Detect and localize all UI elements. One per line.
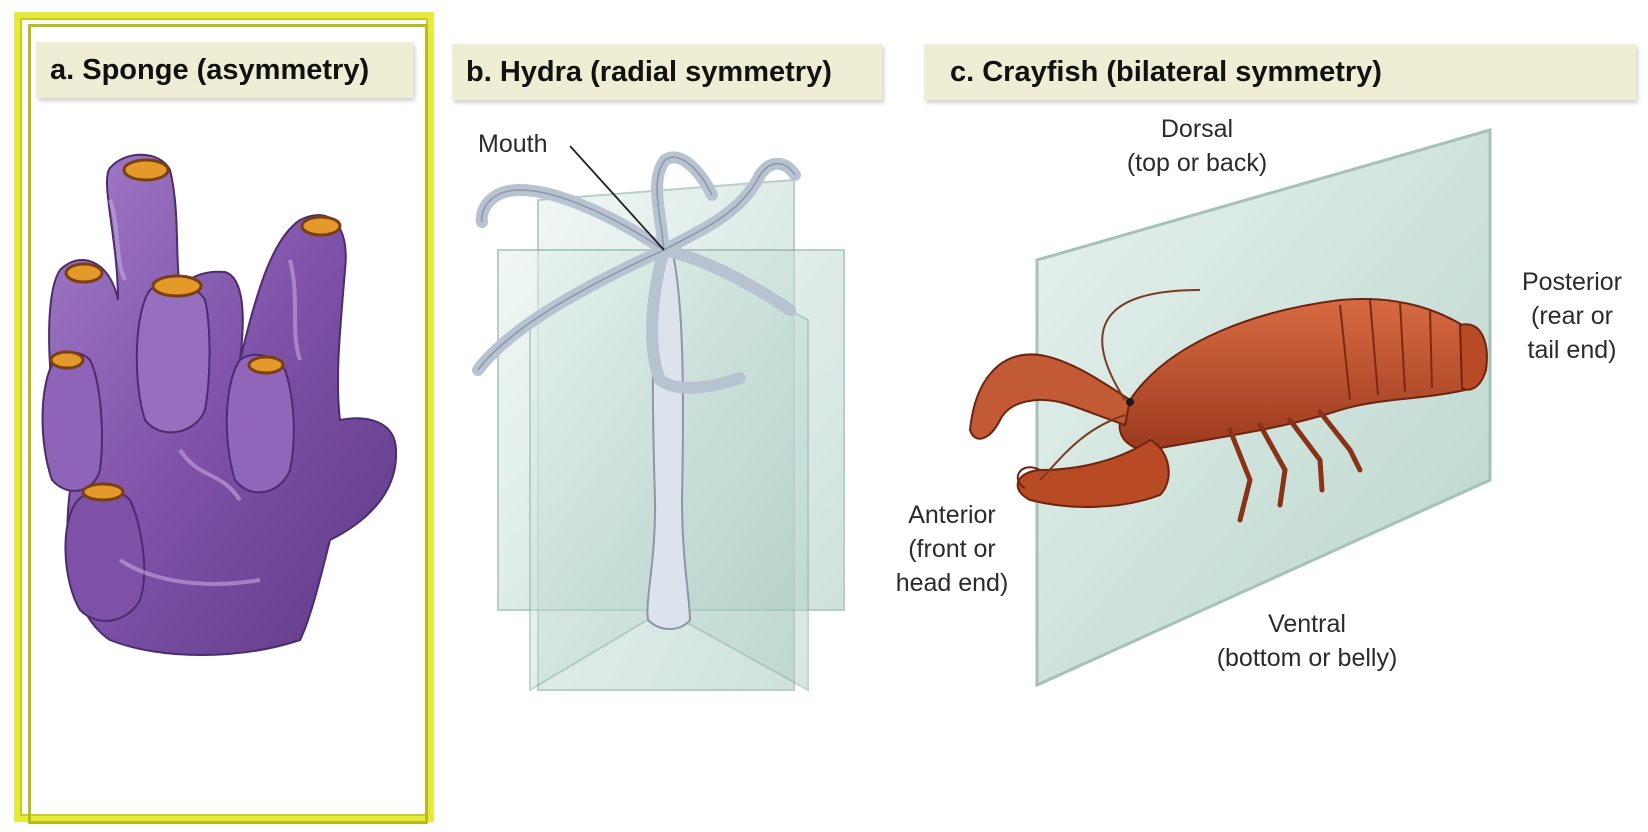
dorsal-label: Dorsal (top or back) bbox=[1082, 112, 1312, 180]
sponge-illustration bbox=[43, 155, 397, 655]
anterior-label: Anterior (front or head end) bbox=[872, 498, 1032, 600]
posterior-label: Posterior (rear or tail end) bbox=[1502, 265, 1642, 367]
hydra-illustration bbox=[478, 146, 844, 690]
ventral-label: Ventral (bottom or belly) bbox=[1172, 607, 1442, 675]
mouth-label: Mouth bbox=[478, 127, 547, 161]
crayfish-illustration bbox=[970, 130, 1490, 685]
